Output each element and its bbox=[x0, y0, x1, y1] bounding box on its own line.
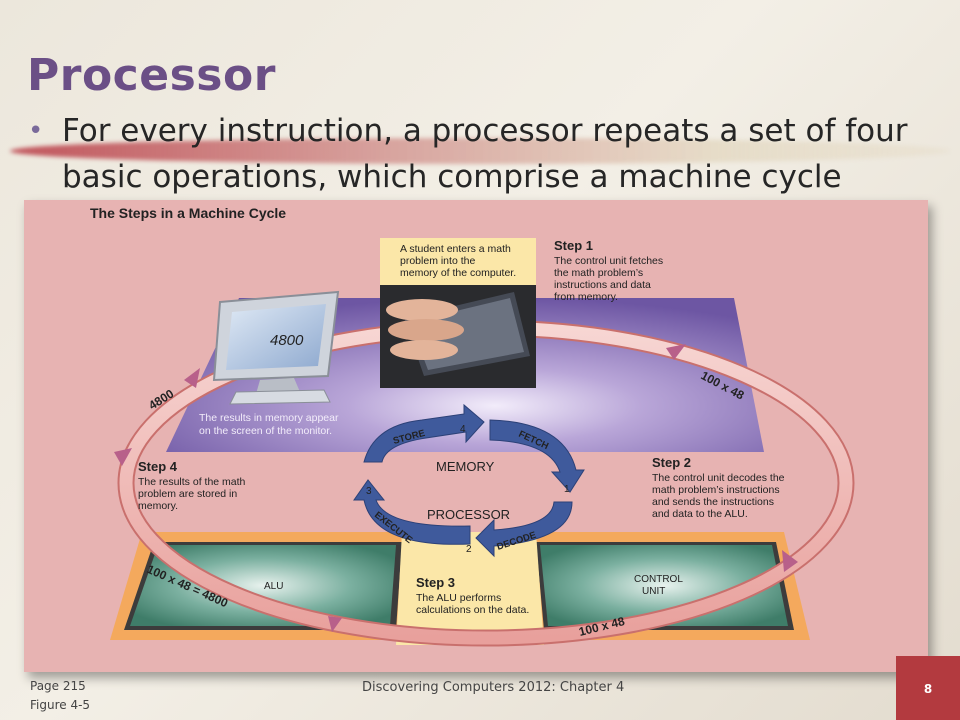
monitor-value: 4800 bbox=[270, 332, 304, 349]
ring-arrow-icon bbox=[328, 616, 342, 632]
ring-arrow-icon bbox=[184, 368, 200, 388]
decode-number: 2 bbox=[466, 544, 472, 555]
step4-title: Step 4 bbox=[138, 459, 178, 474]
execute-number: 3 bbox=[366, 486, 372, 497]
fetch-arrow bbox=[489, 419, 585, 493]
student-caption: A student enters a math problem into the… bbox=[400, 243, 516, 279]
step1-text: The control unit fetches the math proble… bbox=[554, 255, 666, 303]
execute-arrow bbox=[353, 479, 471, 545]
ring-arrow-icon bbox=[782, 550, 798, 572]
figure-reference: Figure 4-5 bbox=[30, 698, 91, 712]
alu-label: ALU bbox=[264, 581, 283, 592]
page-number: 8 bbox=[923, 682, 933, 696]
ring-arrow-icon bbox=[114, 448, 132, 466]
monitor-icon bbox=[212, 290, 340, 405]
fetch-number: 1 bbox=[564, 484, 570, 495]
footer-references: Page 215 Figure 4-5 bbox=[30, 677, 90, 715]
cycle-arrows bbox=[353, 403, 585, 558]
step3-title: Step 3 bbox=[416, 575, 455, 590]
bullet-text: For every instruction, a processor repea… bbox=[62, 113, 908, 195]
step2-text: The control unit decodes the math proble… bbox=[652, 472, 787, 520]
step3-text: The ALU performs calculations on the dat… bbox=[416, 592, 529, 616]
step3-area bbox=[396, 532, 544, 645]
page-reference: Page 215 bbox=[30, 679, 86, 693]
step2-title: Step 2 bbox=[652, 455, 691, 470]
footer-center-text: Discovering Computers 2012: Chapter 4 bbox=[362, 680, 625, 695]
store-number: 4 bbox=[460, 424, 466, 435]
store-arrow bbox=[363, 403, 485, 463]
title-swoosh-decoration bbox=[10, 138, 950, 164]
control-unit-label: CONTROL UNIT bbox=[634, 574, 685, 597]
ring-arrow-icon bbox=[666, 344, 686, 360]
keyboard-photo bbox=[380, 238, 536, 388]
bullet-icon: • bbox=[28, 116, 44, 146]
figure-heading: The Steps in a Machine Cycle bbox=[90, 205, 287, 221]
bullet-point: • For every instruction, a processor rep… bbox=[28, 108, 948, 200]
results-caption: The results in memory appear on the scre… bbox=[199, 412, 341, 437]
memory-label: MEMORY bbox=[436, 459, 495, 474]
page-number-box bbox=[896, 656, 960, 720]
processor-label: PROCESSOR bbox=[427, 507, 510, 522]
machine-cycle-figure: 4800 A student enters a math problem int… bbox=[24, 200, 928, 672]
alu-chip bbox=[130, 545, 396, 626]
slide-title: Processor bbox=[27, 50, 276, 101]
machine-cycle-diagram: 4800 A student enters a math problem int… bbox=[110, 238, 855, 647]
decode-arrow bbox=[475, 501, 573, 558]
step1-title: Step 1 bbox=[554, 238, 593, 253]
step4-text: The results of the math problem are stor… bbox=[138, 476, 248, 512]
